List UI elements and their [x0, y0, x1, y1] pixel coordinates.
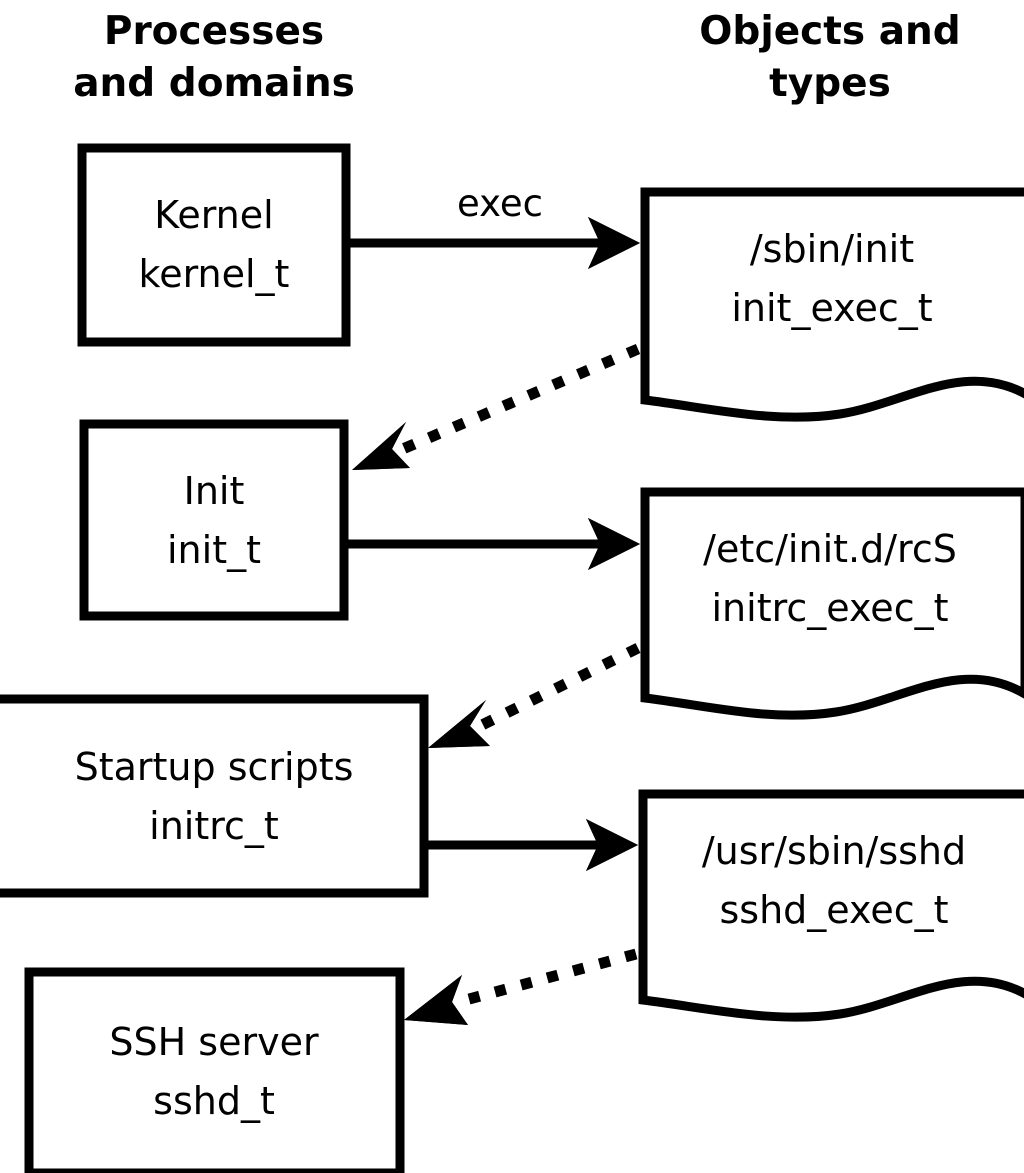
- column-header-objects: Objects and types: [699, 9, 960, 106]
- object-node-init-exec-line1: /sbin/init: [750, 227, 914, 271]
- column-header-processes-line2: and domains: [73, 61, 355, 106]
- process-node-sshd-box[interactable]: [24, 967, 405, 1173]
- process-node-sshd[interactable]: SSH server sshd_t: [24, 967, 405, 1173]
- object-node-init-exec-shape[interactable]: [640, 187, 1024, 422]
- edge-initrc-exec-to-initrc-line: [475, 643, 641, 732]
- arrowhead-overlay-sshd-exec: [586, 819, 638, 871]
- object-node-initrc-exec[interactable]: /etc/init.d/rcS initrc_exec_t: [640, 487, 1024, 720]
- column-header-objects-line1: Objects and: [699, 9, 960, 54]
- object-node-sshd-exec[interactable]: /usr/sbin/sshd sshd_exec_t: [638, 789, 1024, 1022]
- edge-init-exec-to-init: [352, 343, 641, 470]
- arrowhead-overlay-sshd: [404, 975, 468, 1025]
- arrowhead-overlay-initrc: [428, 700, 490, 748]
- edge-label-exec: exec: [457, 182, 543, 225]
- process-node-initrc-box[interactable]: [0, 694, 429, 898]
- process-node-initrc[interactable]: Startup scripts initrc_t: [0, 694, 429, 898]
- object-node-sshd-exec-line2: sshd_exec_t: [719, 888, 948, 932]
- object-node-initrc-exec-line1: /etc/init.d/rcS: [703, 527, 957, 571]
- arrowheads-overlay: [352, 217, 640, 1025]
- process-node-sshd-line2: sshd_t: [153, 1079, 275, 1123]
- process-node-kernel-line2: kernel_t: [139, 252, 290, 296]
- object-node-init-exec[interactable]: /sbin/init init_exec_t: [640, 187, 1024, 422]
- column-header-processes: Processes and domains: [73, 9, 355, 106]
- process-node-initrc-line2: initrc_t: [149, 804, 279, 848]
- process-node-init[interactable]: Init init_t: [79, 419, 349, 621]
- object-node-sshd-exec-line1: /usr/sbin/sshd: [702, 829, 966, 873]
- process-node-init-line2: init_t: [167, 528, 261, 572]
- process-node-kernel-box[interactable]: [77, 143, 351, 347]
- process-node-init-box[interactable]: [79, 419, 349, 621]
- process-node-kernel[interactable]: Kernel kernel_t: [77, 143, 351, 347]
- process-node-kernel-line1: Kernel: [154, 193, 273, 237]
- process-node-init-line1: Init: [184, 469, 245, 513]
- arrowhead-overlay-exec: [588, 217, 640, 269]
- process-node-initrc-line1: Startup scripts: [75, 745, 354, 789]
- process-node-sshd-line1: SSH server: [109, 1020, 319, 1064]
- arrowhead-overlay-init: [352, 422, 410, 470]
- object-node-initrc-exec-shape[interactable]: [640, 487, 1024, 720]
- arrowhead-overlay-initrc-exec: [588, 518, 640, 570]
- object-node-initrc-exec-line2: initrc_exec_t: [712, 586, 949, 630]
- column-header-processes-line1: Processes: [104, 9, 324, 54]
- edge-init-exec-to-init-line: [395, 343, 641, 457]
- edge-sshd-exec-to-sshd-line: [460, 948, 638, 1007]
- object-node-sshd-exec-shape[interactable]: [638, 789, 1024, 1022]
- column-header-objects-line2: types: [769, 61, 891, 106]
- object-node-init-exec-line2: init_exec_t: [731, 286, 932, 330]
